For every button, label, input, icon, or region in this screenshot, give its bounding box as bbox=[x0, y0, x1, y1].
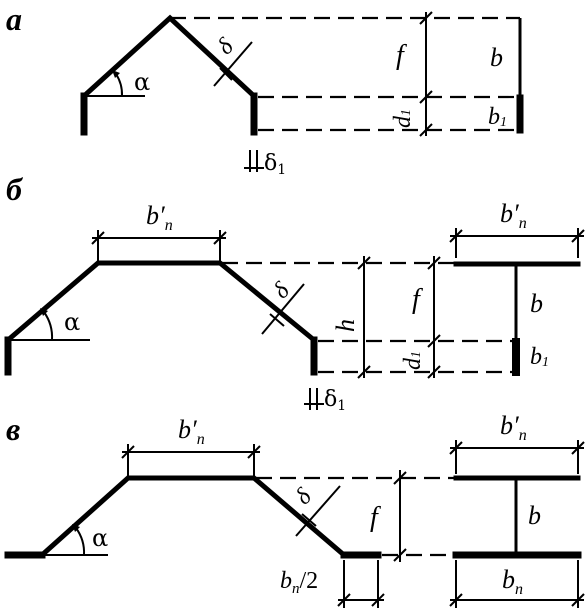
section-v-bnhalf-tick-right bbox=[371, 593, 385, 607]
section-v-alpha: α bbox=[92, 524, 108, 552]
section-a-b: b bbox=[490, 43, 503, 72]
section-v-i-top-tick-right bbox=[571, 441, 585, 455]
section-v-i-bot-tick-right bbox=[571, 593, 585, 607]
section-v-i-b: b bbox=[528, 501, 541, 530]
section-b-bn-prime: b′n bbox=[146, 201, 173, 234]
section-b-angle-arrow bbox=[40, 308, 48, 316]
section-b-h-tick-bottom bbox=[357, 365, 371, 379]
section-b-delta-leader bbox=[261, 283, 305, 335]
section-b-f: f bbox=[412, 284, 423, 315]
section-v-delta-leader bbox=[295, 485, 341, 537]
section-v-delta-tick bbox=[301, 513, 317, 527]
section-b-alpha: α bbox=[64, 308, 80, 336]
section-b-t-b: b bbox=[530, 289, 543, 318]
section-v-bn-prime: b′n bbox=[178, 415, 205, 448]
section-b-f-tick-bottom bbox=[427, 365, 441, 379]
section-v-i-bn: bn bbox=[502, 565, 523, 598]
section-b-t-b1: b1 bbox=[530, 344, 549, 370]
section-a-delta1: δ1 bbox=[264, 151, 286, 178]
section-b-t-tick-right bbox=[571, 229, 585, 243]
section-a-alpha: α bbox=[134, 68, 150, 96]
section-b-profile bbox=[5, 260, 317, 375]
section-v: в b′n α δ bn/2 bbox=[4, 411, 585, 608]
section-b-bn-tick-right bbox=[213, 231, 227, 245]
section-b-d1: d1 bbox=[400, 351, 426, 370]
section-a-b1: b1 bbox=[488, 104, 507, 130]
section-a-angle-arrow bbox=[112, 70, 120, 78]
section-a-dim-tick-bottom bbox=[419, 123, 433, 137]
section-b-bn-tick-left bbox=[91, 231, 105, 245]
section-v-label: в bbox=[6, 411, 20, 447]
section-a-angle-arc bbox=[115, 73, 124, 97]
section-v-i-bn-prime: b′n bbox=[500, 411, 527, 444]
section-b-h-tick-top bbox=[357, 256, 371, 270]
section-b-f-tick-mid bbox=[427, 334, 441, 348]
section-b-delta-tick bbox=[269, 313, 285, 327]
section-v-angle-arrow bbox=[72, 524, 80, 532]
section-a-dim-tick-mid bbox=[419, 90, 433, 104]
section-v-profile bbox=[5, 475, 381, 558]
section-v-bn-half: bn/2 bbox=[280, 568, 318, 597]
section-v-bn-tick-right bbox=[247, 445, 261, 459]
section-v-delta: δ bbox=[290, 483, 317, 510]
section-b: б b′n α δ δ1 bbox=[4, 171, 585, 414]
section-a-label: а bbox=[6, 1, 22, 37]
section-v-f-tick-bottom bbox=[393, 548, 407, 562]
section-a-delta: δ bbox=[212, 33, 239, 60]
section-a-dim-tick-top bbox=[419, 11, 433, 25]
section-b-f-tick-top bbox=[427, 256, 441, 270]
section-a-profile bbox=[81, 14, 257, 135]
section-v-bn-tick-left bbox=[121, 445, 135, 459]
section-b-t-bn-prime: b′n bbox=[500, 199, 527, 232]
section-v-i-top-tick-left bbox=[449, 441, 463, 455]
section-v-f-tick-top bbox=[393, 471, 407, 485]
section-b-label: б bbox=[6, 171, 24, 207]
section-a-delta-leader bbox=[213, 41, 253, 87]
section-a-f: f bbox=[396, 40, 407, 71]
section-b-angle-arc bbox=[43, 311, 54, 341]
section-v-i-bot-tick-left bbox=[449, 593, 463, 607]
section-b-delta1: δ1 bbox=[324, 387, 346, 414]
section-a-d1: d1 bbox=[390, 109, 416, 128]
section-b-t-tick-left bbox=[449, 229, 463, 243]
section-a-delta-tick bbox=[219, 67, 233, 81]
section-b-h: h bbox=[331, 319, 360, 332]
section-v-angle-arc bbox=[75, 527, 86, 556]
section-v-bnhalf-tick-left bbox=[337, 593, 351, 607]
section-v-f: f bbox=[370, 502, 381, 533]
section-a: а α δ δ1 f d1 bbox=[6, 1, 524, 178]
